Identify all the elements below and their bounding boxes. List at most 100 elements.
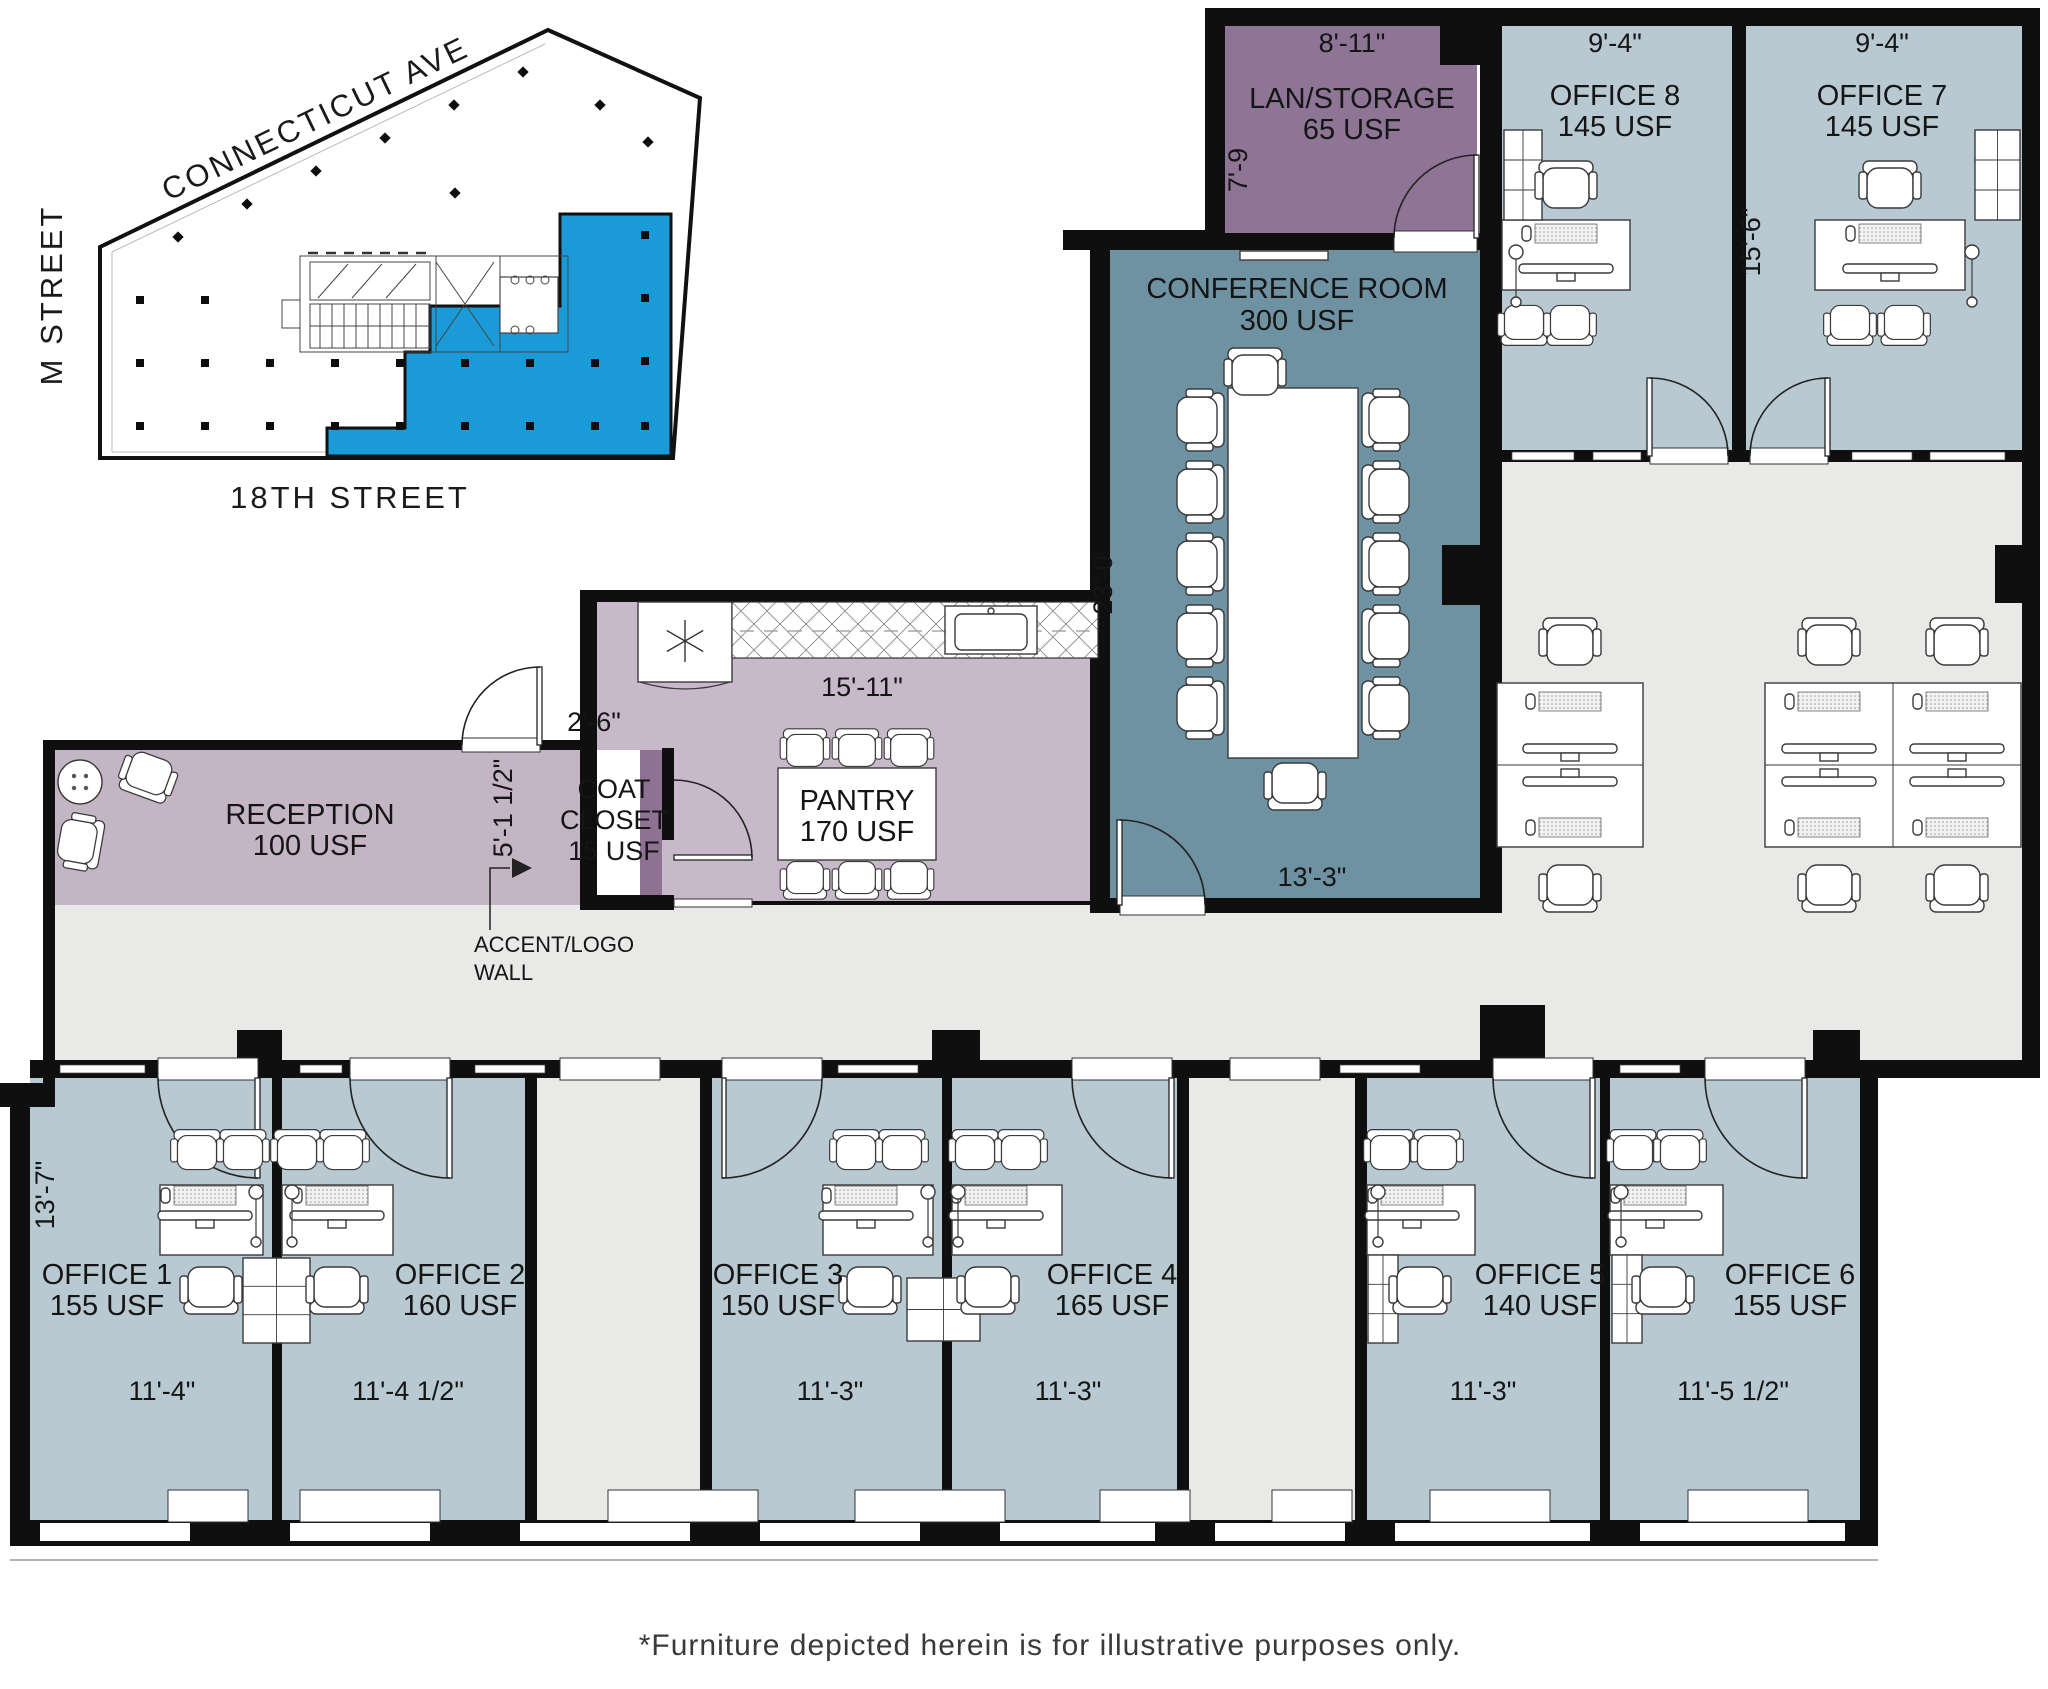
monitor-icon: [1522, 768, 1618, 787]
keyboard-keys: [305, 1185, 369, 1206]
chair-arm: [1868, 312, 1877, 337]
chase-2-floor: [1189, 1078, 1355, 1525]
chair-arm: [233, 1275, 243, 1304]
column-dot: [379, 132, 391, 144]
chair-arm: [874, 868, 883, 891]
chair-seat: [1176, 468, 1218, 516]
chair-arm: [1185, 586, 1214, 596]
reception-area: 100 USF: [253, 830, 367, 862]
wall-segment: [1860, 1060, 1878, 1525]
door-swing-arc: [1749, 377, 1829, 457]
doors: [157, 154, 1831, 1179]
chair-icon: [779, 728, 831, 767]
chair-icon: [994, 1129, 1048, 1171]
door-leaf: [1824, 377, 1831, 457]
column-dot: [241, 198, 253, 210]
door-leaf: [1168, 1077, 1175, 1179]
chair-icon: [829, 1129, 883, 1171]
chair-arm: [216, 1138, 225, 1163]
chair-arm: [170, 1138, 179, 1163]
chair-arm: [261, 1138, 270, 1163]
chair-arm: [1442, 1275, 1452, 1304]
office1-depth-dim: 13'-7": [30, 1161, 60, 1230]
lan-depth-dim: 7'-9: [1223, 148, 1253, 192]
monitor-stand: [1556, 272, 1576, 282]
chair-arm: [1698, 1138, 1707, 1163]
office6-area: 155 USF: [1733, 1290, 1847, 1322]
chair-icon: [1176, 676, 1225, 740]
window-frame: [854, 1489, 1006, 1523]
mouse-icon: [1784, 819, 1795, 836]
column-dot: [172, 231, 184, 243]
door-swing-arc: [1393, 154, 1478, 239]
wall-segment: [580, 895, 674, 910]
phone-base: [286, 1236, 298, 1248]
door-leaf: [673, 854, 753, 861]
chair-icon: [1361, 532, 1410, 596]
office4-width-dim: 11'-3": [1035, 1376, 1102, 1406]
pantry-table: [777, 767, 937, 861]
office5-name: OFFICE 5: [1475, 1259, 1606, 1291]
chair-icon: [1497, 304, 1551, 346]
chair-seat: [1368, 540, 1410, 588]
chair-icon: [56, 812, 106, 872]
monitor-screen: [289, 1210, 385, 1221]
column-dot: [331, 422, 339, 430]
chair-icon: [831, 861, 883, 900]
chair-icon: [1176, 460, 1225, 524]
keyboard-keys: [1858, 223, 1922, 244]
monitor-screen: [1909, 776, 2005, 787]
wall-segment: [2022, 8, 2040, 1078]
monitor-icon: [818, 1210, 914, 1229]
keyboard-icon: [1912, 691, 1989, 712]
chair-arm: [1851, 873, 1861, 902]
keyboard-keys: [1538, 817, 1602, 838]
chair-arm: [1185, 730, 1214, 740]
snowflake-icon: [666, 629, 704, 653]
monitor-stand: [1819, 768, 1839, 778]
door-threshold: [1492, 1057, 1594, 1081]
chair-icon: [170, 1129, 224, 1171]
phone-dial: [248, 1184, 264, 1200]
chair-arm: [1372, 442, 1401, 452]
door-threshold: [721, 1057, 823, 1081]
monitor-icon: [157, 1210, 253, 1229]
cabinet-icon: [1974, 129, 2021, 221]
door-threshold: [157, 1057, 259, 1081]
office5-area: 140 USF: [1483, 1290, 1597, 1322]
key-plan-room: [499, 276, 559, 334]
column-dot: [201, 422, 209, 430]
chair-icon: [1534, 160, 1598, 209]
chair-seat: [964, 1266, 1012, 1308]
chair-icon: [1877, 304, 1931, 346]
column-dot: [461, 359, 469, 367]
sink-basin: [954, 613, 1028, 651]
chair-arm: [779, 737, 788, 760]
door-threshold: [1393, 230, 1478, 253]
table-detail: [83, 773, 89, 779]
column-dot: [136, 296, 144, 304]
chair-arm: [1685, 1275, 1695, 1304]
monitor-icon: [1842, 263, 1938, 282]
chair-arm: [875, 1138, 884, 1163]
key-plan: CONNECTICUT AVE M STREET 18TH STREET: [34, 27, 703, 515]
chair-seat: [786, 861, 824, 895]
phone-base: [952, 1236, 964, 1248]
wall-segment: [580, 595, 597, 910]
chair-arm: [70, 812, 97, 824]
chair-arm: [1588, 312, 1597, 337]
keyboard-icon: [1912, 817, 1989, 838]
chair-arm: [831, 737, 840, 760]
chair-arm: [305, 1275, 315, 1304]
chair-icon: [305, 1266, 369, 1315]
window-glass: [1640, 1523, 1845, 1541]
chair-icon: [316, 1129, 370, 1171]
chair-arm: [1317, 771, 1327, 800]
chair-seat: [1805, 864, 1853, 906]
mouse-icon: [1521, 225, 1532, 242]
chair-arm: [831, 868, 840, 891]
window-glass: [290, 1523, 430, 1541]
phone-icon: [248, 1184, 264, 1248]
chair-arm: [1538, 628, 1548, 657]
chair-seat: [1176, 612, 1218, 660]
